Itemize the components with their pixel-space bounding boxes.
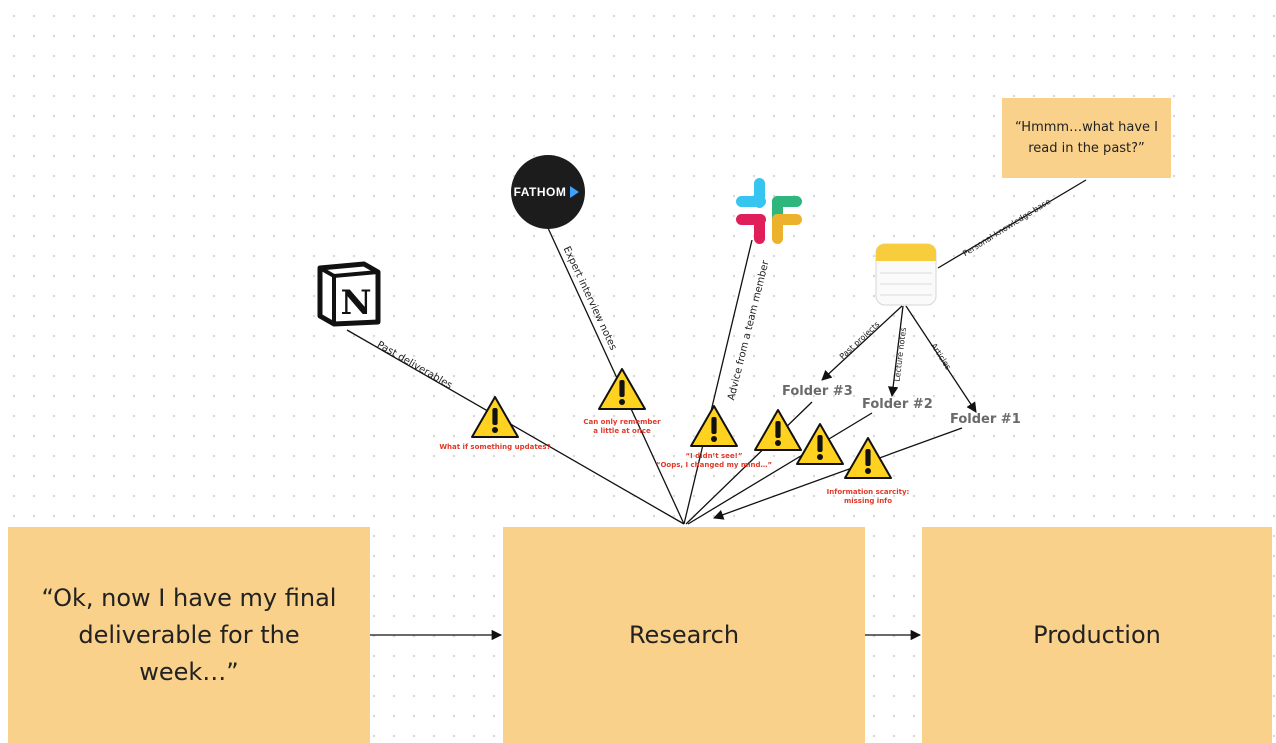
sticky-final-text: “Ok, now I have my final deliverable for…	[41, 583, 337, 686]
edge-advice	[683, 239, 753, 525]
sticky-research[interactable]: Research	[503, 527, 865, 743]
edge-expert-notes	[547, 227, 685, 525]
edge-lecture-notes	[887, 305, 904, 398]
warning-caption-updates: What if something updates?	[439, 443, 551, 451]
sticky-final-deliverable[interactable]: “Ok, now I have my final deliverable for…	[8, 527, 370, 743]
edge-past-deliverables	[346, 329, 685, 525]
warning-caption-oops-line1: “I didn’t see!”	[685, 452, 743, 460]
warning-caption-remember: Can only remember a little at once	[583, 418, 660, 436]
edge-past-projects	[821, 305, 903, 381]
slack-logo-icon	[736, 178, 802, 244]
folder-1-label: Folder #1	[950, 412, 1021, 427]
warning-caption-oops-line2: “Oops, I changed my mind…”	[655, 461, 773, 469]
warning-caption-scarcity-line2: missing info	[843, 497, 893, 505]
notes-app-icon	[875, 243, 937, 306]
warning-caption-scarcity: Information scarcity: missing info	[827, 488, 910, 506]
sticky-research-text: Research	[628, 621, 740, 649]
edge-personal-kb	[937, 179, 1087, 269]
folder-3-label: Folder #3	[782, 384, 853, 399]
sticky-hmm-text: “Hmmm…what have I read in the past?”	[1014, 120, 1159, 156]
fathom-logo-icon: FATHOM	[511, 155, 585, 229]
warning-icon	[598, 368, 646, 410]
fathom-logo-text: FATHOM	[514, 185, 567, 199]
sticky-production[interactable]: Production	[922, 527, 1272, 743]
warning-icon	[471, 396, 519, 438]
warning-icon	[754, 409, 802, 451]
warning-caption-scarcity-line1: Information scarcity:	[826, 488, 910, 496]
edge-folder-2	[687, 412, 873, 525]
warning-icon	[796, 423, 844, 465]
warning-icon	[844, 437, 892, 479]
warning-caption-remember-line2: a little at once	[593, 427, 651, 435]
sticky-production-text: Production	[1033, 621, 1161, 649]
warning-caption-remember-line1: Can only remember	[583, 418, 661, 426]
notion-logo-icon: N	[317, 261, 381, 327]
edge-folder-3	[685, 401, 813, 525]
sticky-hmm-question[interactable]: “Hmmm…what have I read in the past?”	[1002, 98, 1171, 178]
edge-articles	[905, 305, 977, 413]
notion-logo-letter: N	[340, 283, 371, 323]
edge-folder-1	[713, 427, 963, 520]
warning-caption-oops: “I didn’t see!” “Oops, I changed my mind…	[656, 452, 772, 470]
folder-2-label: Folder #2	[862, 397, 933, 412]
warning-icon	[690, 405, 738, 447]
